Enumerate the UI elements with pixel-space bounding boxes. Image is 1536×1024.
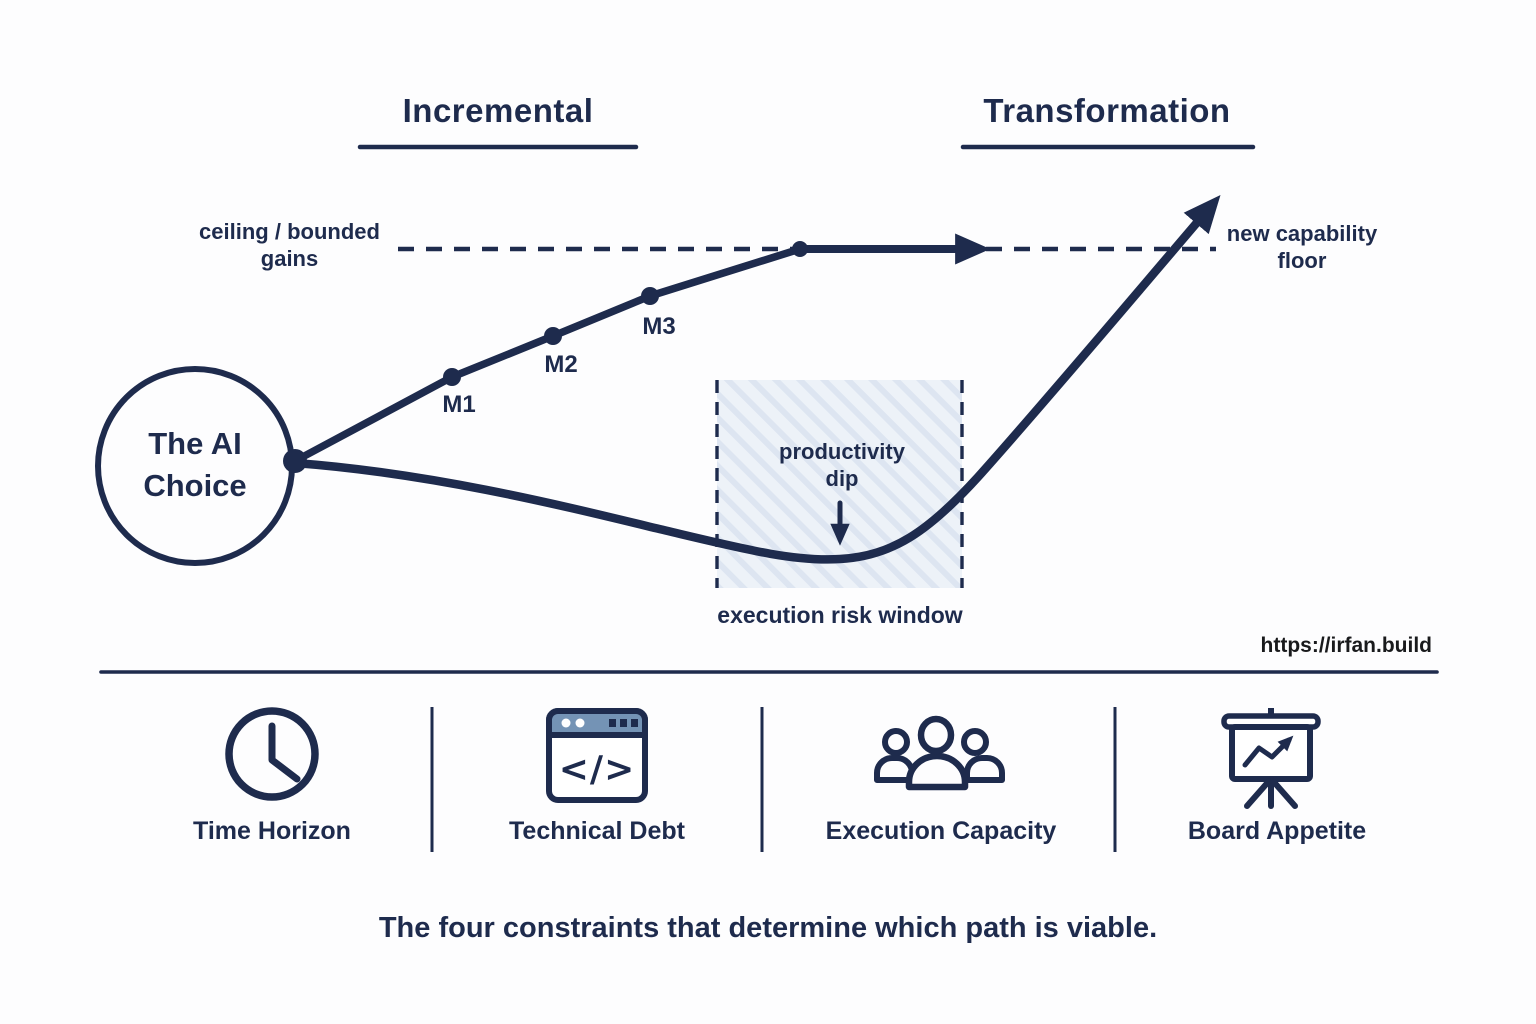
titlebar-dot-1 <box>561 718 571 728</box>
risk-window-label: execution risk window <box>717 602 963 628</box>
ceiling-label: ceiling / bounded gains <box>192 219 387 273</box>
transformation-curve <box>290 195 1221 564</box>
titlebar-square-1 <box>609 719 616 727</box>
trend-arrow <box>1242 735 1294 768</box>
milestone-dot-m3 <box>641 287 659 305</box>
clock-icon <box>225 707 319 801</box>
code-window-icon: </> <box>546 708 648 803</box>
constraint-label-execution-capacity: Execution Capacity <box>825 817 1057 845</box>
titlebar-square-3 <box>631 719 638 727</box>
milestone-dot-m1 <box>443 368 461 386</box>
choice-node-line1: The AI <box>148 426 242 461</box>
constraint-label-time-horizon: Time Horizon <box>193 817 351 845</box>
constraint-label-board-appetite: Board Appetite <box>1187 817 1367 845</box>
code-glyph: </> <box>559 749 635 790</box>
dip-label-line1: productivity <box>779 439 905 464</box>
dip-label-line2: dip <box>825 465 859 491</box>
floor-label-line1: new capability <box>1226 221 1378 246</box>
milestone-dot-m2 <box>544 327 562 345</box>
caption: The four constraints that determine whic… <box>378 912 1158 944</box>
constraint-label-technical-debt: Technical Debt <box>509 817 685 845</box>
ceiling-label-line1: ceiling / bounded <box>199 219 380 244</box>
incremental-title: Incremental <box>402 92 594 129</box>
choice-node-label: The AI Choice <box>110 423 280 507</box>
milestone-label-m2: M2 <box>544 351 578 378</box>
milestone-label-m1: M1 <box>442 391 476 418</box>
presentation-chart-icon <box>1221 708 1321 809</box>
ceiling-label-line2: gains <box>260 245 319 271</box>
dip-label: productivity dip <box>742 439 942 493</box>
ceiling-junction-dot <box>792 241 808 257</box>
people-icon <box>874 715 1005 791</box>
titlebar-square-2 <box>620 719 627 727</box>
floor-label-line2: floor <box>1277 247 1327 273</box>
code-window-titlebar <box>546 708 648 738</box>
milestone-label-m3: M3 <box>642 313 676 340</box>
branch-point-dot <box>283 449 307 473</box>
titlebar-dot-2 <box>575 718 585 728</box>
choice-node-line2: Choice <box>143 467 247 503</box>
floor-label: new capability floor <box>1221 221 1383 275</box>
transformation-title: Transformation <box>983 92 1231 129</box>
source-url: https://irfan.build <box>1260 634 1432 657</box>
